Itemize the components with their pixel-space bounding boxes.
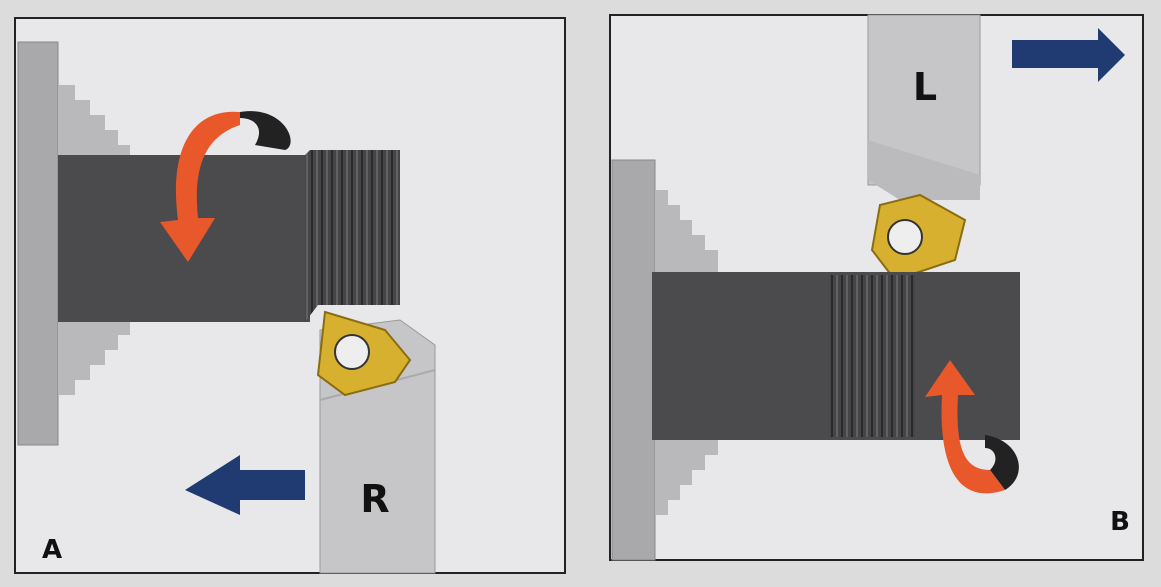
thread-section — [830, 275, 915, 437]
holder-edge — [868, 140, 980, 200]
thread-section — [305, 150, 400, 322]
tool-label-l: L — [913, 65, 937, 109]
rotation-arrow-back — [240, 111, 291, 150]
chuck-jaw-top — [655, 190, 718, 272]
feed-arrow-left-icon — [185, 455, 305, 515]
tool-label-r: R — [360, 477, 389, 521]
chuck-plate — [611, 159, 656, 561]
panel-label-a: A — [42, 535, 62, 565]
chuck-jaw-top — [58, 85, 130, 155]
panel-b: L B — [609, 14, 1144, 561]
rotation-arrow-back — [985, 435, 1019, 490]
chuck-jaw-bottom — [655, 440, 718, 515]
torx-screw-icon — [334, 334, 370, 370]
chuck-plate — [17, 41, 59, 446]
rotation-arrow-icon — [160, 111, 240, 262]
rotation-arrow-icon — [925, 360, 1005, 494]
panel-label-b: B — [1110, 507, 1130, 537]
torx-screw-icon — [887, 219, 923, 255]
feed-arrow-right-icon — [1012, 28, 1125, 82]
chuck-jaw-bottom — [58, 322, 130, 395]
panel-a: R A — [14, 17, 566, 574]
